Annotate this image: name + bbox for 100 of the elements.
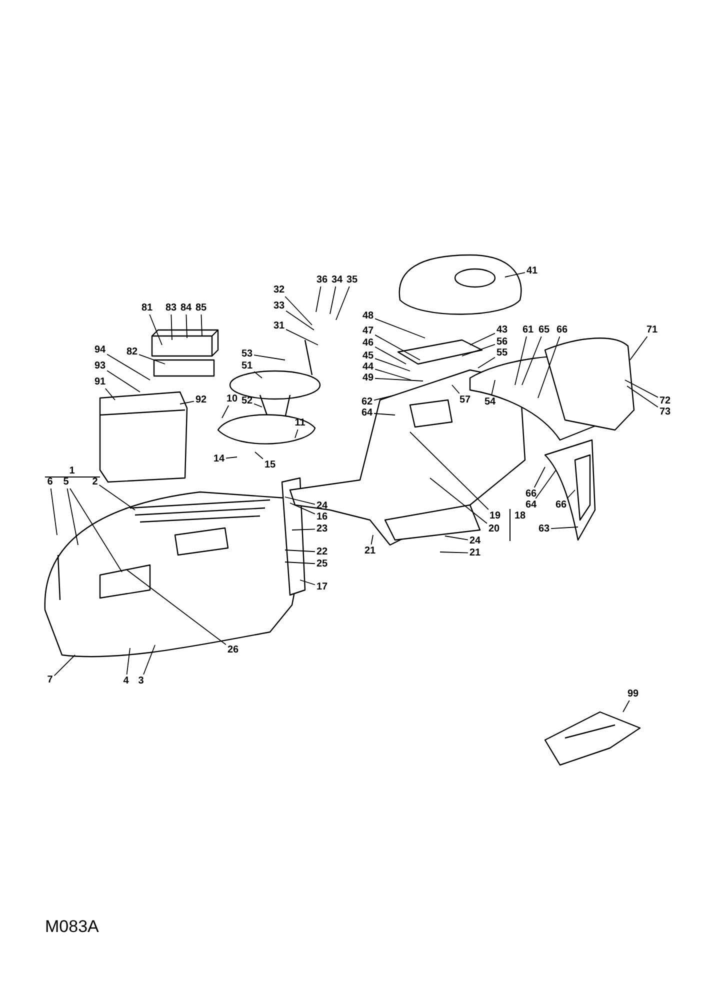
leader-line — [254, 371, 262, 378]
drawing-code: M083A — [45, 917, 99, 937]
leader-line — [284, 296, 312, 326]
callout-number: 51 — [241, 360, 253, 372]
callout-number: 84 — [180, 302, 192, 314]
leader-line — [70, 488, 122, 572]
callout-number: 46 — [362, 338, 374, 348]
leader-line — [254, 452, 264, 460]
leader-line — [370, 534, 374, 545]
callout-number: 19 — [489, 510, 501, 522]
leader-line — [504, 272, 526, 278]
leader-line — [98, 484, 136, 510]
leader-line — [106, 370, 140, 392]
callout-number: 49 — [362, 372, 374, 384]
leader-line — [254, 354, 286, 360]
leader-line — [470, 332, 496, 346]
callout-number: 54 — [484, 396, 496, 408]
callout-number: 45 — [362, 350, 374, 362]
leader-line — [149, 314, 162, 346]
leader-line — [180, 400, 194, 404]
callout-number: 43 — [496, 324, 508, 336]
callout-number: 25 — [316, 558, 328, 570]
leader-line — [170, 314, 172, 340]
leader-line — [316, 286, 322, 312]
leader-line — [374, 318, 426, 338]
callout-number: 26 — [227, 644, 239, 656]
callout-number: 57 — [459, 394, 471, 406]
leader-line — [200, 314, 202, 336]
callout-number: 32 — [273, 284, 285, 296]
callout-number: 33 — [273, 300, 285, 312]
callout-number: 14 — [213, 454, 225, 464]
callout-number: 34 — [331, 274, 343, 286]
leader-line — [54, 654, 76, 676]
callout-number: 10 — [226, 394, 238, 404]
leader-line — [254, 403, 262, 408]
callout-number: 65 — [538, 324, 550, 336]
callout-number: 6 — [47, 476, 53, 488]
callout-number: 64 — [361, 408, 373, 418]
leader-line — [444, 536, 468, 540]
callout-number: 92 — [195, 394, 207, 406]
leader-line — [452, 384, 460, 394]
callout-number: 23 — [316, 524, 328, 534]
leader-line — [550, 526, 578, 530]
leader-line — [535, 470, 556, 499]
leader-line — [284, 562, 316, 564]
callout-number: 24 — [469, 536, 481, 546]
callout-number: 73 — [659, 406, 671, 418]
callout-number: 44 — [362, 362, 374, 372]
callout-number: 62 — [361, 396, 373, 408]
leader-line — [410, 432, 489, 510]
callout-number: 41 — [526, 266, 538, 276]
callout-number: 55 — [496, 348, 508, 358]
leader-line — [374, 394, 396, 401]
callout-number: 36 — [316, 274, 328, 286]
callout-number: 48 — [362, 310, 374, 322]
leader-line — [300, 580, 316, 586]
leader-line — [374, 334, 420, 360]
leader-line — [491, 380, 496, 396]
callout-number: 64 — [525, 500, 537, 510]
leader-line — [534, 466, 546, 488]
leader-line — [330, 286, 336, 314]
callout-number: 94 — [94, 344, 106, 356]
leader-line — [374, 346, 406, 364]
callout-number: 35 — [346, 274, 358, 286]
leader-line — [222, 405, 230, 418]
leader-line — [374, 378, 424, 382]
callout-number: 81 — [141, 302, 153, 314]
callout-number: 85 — [195, 302, 207, 314]
leader-line — [374, 368, 412, 380]
leader-line — [50, 488, 58, 536]
callout-number: 31 — [273, 320, 285, 332]
leader-line — [143, 644, 156, 675]
callout-number: 21 — [364, 546, 376, 556]
leader-line — [66, 488, 78, 546]
leader-line — [522, 336, 542, 386]
leader-line — [138, 354, 166, 364]
callout-number: 22 — [316, 546, 328, 558]
leader-line — [226, 456, 238, 459]
callout-number: 17 — [316, 582, 328, 592]
leader-line — [538, 336, 560, 398]
callout-number: 47 — [362, 326, 374, 336]
callout-number: 16 — [316, 512, 328, 522]
leader-line — [286, 310, 314, 330]
callout-number: 1 — [69, 466, 75, 476]
leader-line — [294, 429, 298, 438]
leader-line — [478, 356, 496, 368]
callout-number: 53 — [241, 348, 253, 360]
callout-number: 21 — [469, 548, 481, 558]
callout-number: 56 — [496, 336, 508, 348]
callout-number: 15 — [264, 460, 276, 470]
callout-number: 20 — [488, 524, 500, 534]
callout-number: 2 — [92, 476, 98, 488]
callout-number: 18 — [514, 510, 526, 522]
leader-line — [514, 336, 527, 386]
leader-line — [630, 336, 648, 360]
callout-number: 7 — [47, 674, 53, 686]
callout-number: 61 — [522, 324, 534, 336]
leader-line — [126, 648, 130, 675]
callout-number: 52 — [241, 396, 253, 406]
leader-line — [430, 478, 488, 524]
